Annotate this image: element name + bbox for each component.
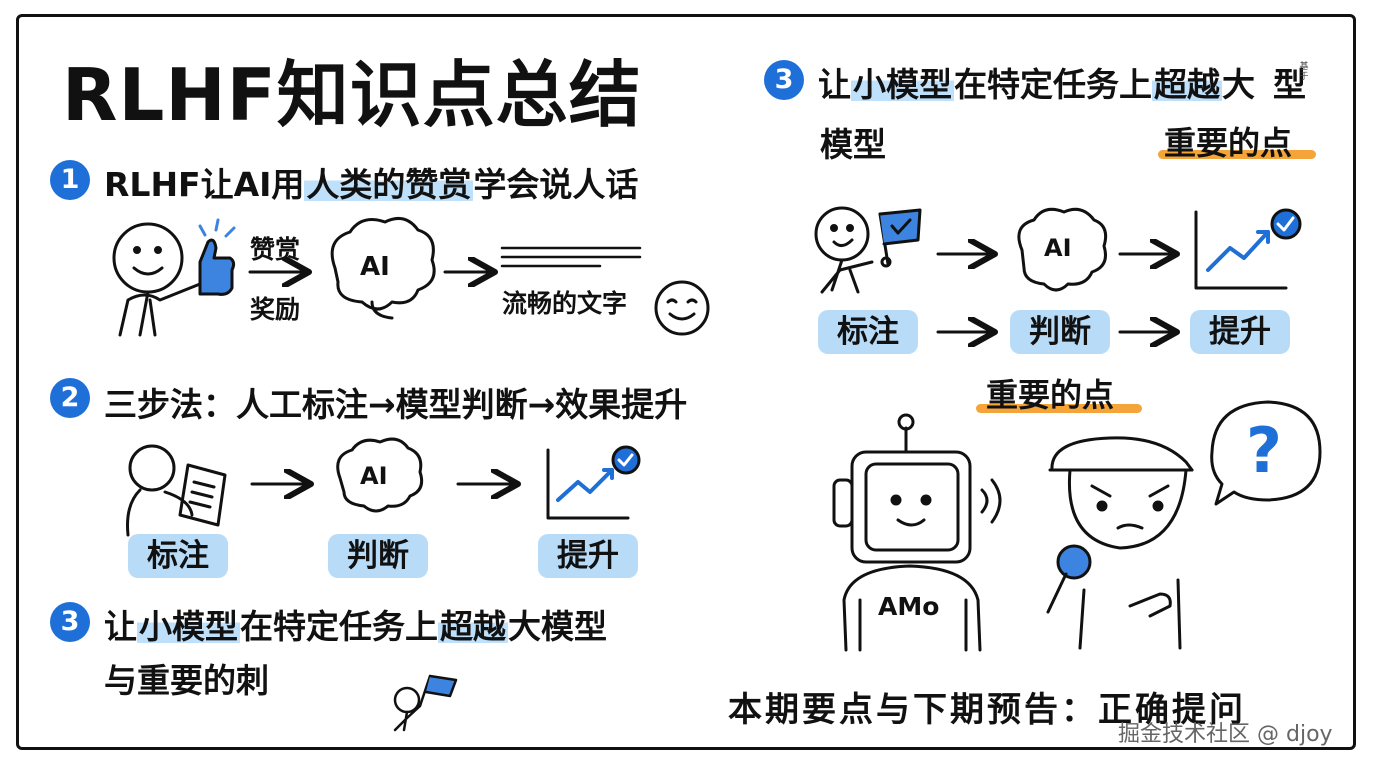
right-number-badge: 3 bbox=[764, 60, 804, 100]
section-2-number-badge: 2 bbox=[50, 378, 90, 418]
question-bubble-icon bbox=[1210, 400, 1322, 506]
question-mark: ? bbox=[1246, 414, 1282, 487]
step-pill-label: 标注 bbox=[128, 534, 228, 578]
flag-person-icon bbox=[393, 674, 458, 732]
underline-mark bbox=[1158, 150, 1316, 159]
section-3-number-badge: 3 bbox=[50, 602, 90, 642]
smiley-face-icon bbox=[654, 280, 710, 336]
section-1-heading: RLHF让AI用人类的赞赏学会说人话 bbox=[104, 158, 638, 206]
reporter-icon bbox=[1046, 436, 1194, 650]
right-step-pill-improve: 提升 bbox=[1190, 310, 1290, 354]
brain-label: AI bbox=[1044, 234, 1072, 262]
section-1-number-badge: 1 bbox=[50, 160, 90, 200]
ai-brain-icon bbox=[336, 437, 424, 513]
tiny-annotation: 基于 bbox=[1299, 62, 1309, 82]
output-label: 流畅的文字 bbox=[502, 289, 628, 318]
ai-brain-icon bbox=[1017, 207, 1108, 292]
section-3-text-end: 大模型 bbox=[508, 607, 607, 646]
robot-icon bbox=[832, 413, 1002, 652]
arrow-label-top: 赞赏 bbox=[250, 235, 301, 264]
right-heading: 让小模型在特定任务上超越大型 bbox=[818, 58, 1306, 106]
right-subline: 模型 bbox=[820, 125, 886, 164]
growth-chart-icon bbox=[1194, 208, 1302, 290]
person-writing-icon bbox=[126, 444, 227, 537]
brain-label: AI bbox=[360, 462, 388, 490]
section-1-highlight: 人类的赞赏 bbox=[304, 165, 474, 204]
thumbs-up-person-icon bbox=[112, 218, 236, 337]
brain-label: AI bbox=[360, 252, 390, 282]
ai-brain-icon bbox=[330, 216, 436, 320]
section-3-highlight-1: 小模型 bbox=[137, 607, 240, 646]
underline-mark bbox=[976, 404, 1142, 413]
right-step-pill-judge: 判断 bbox=[1010, 310, 1110, 354]
flag-person-icon bbox=[814, 206, 922, 294]
important-label-2: 重要的点 bbox=[986, 376, 1115, 414]
section-2-heading: 三步法：人工标注→模型判断→效果提升 bbox=[104, 385, 688, 424]
page-title: RLHF知识点总结 bbox=[62, 53, 642, 137]
section-3-heading: 让小模型在特定任务上超越大模型 bbox=[104, 600, 607, 648]
section-3-text: 让 bbox=[104, 607, 137, 646]
right-heading-text: 让 bbox=[818, 65, 851, 104]
right-heading-end-2: 型 bbox=[1273, 65, 1306, 104]
section-3-subline: 与重要的刺 bbox=[104, 661, 269, 700]
right-highlight-1: 小模型 bbox=[851, 65, 954, 104]
section-3-highlight-2: 超越 bbox=[438, 607, 508, 646]
text-lines-icon bbox=[500, 246, 642, 268]
step-pill-judge: 判断 bbox=[328, 534, 428, 578]
watermark: 掘金技术社区 @ djoy bbox=[1118, 722, 1333, 747]
step-pill-improve: 提升 bbox=[538, 534, 638, 578]
robot-shirt-label: AMo bbox=[878, 592, 940, 621]
right-heading-end: 大 bbox=[1222, 65, 1255, 104]
section-3-text-mid: 在特定任务上 bbox=[240, 607, 438, 646]
important-label-1: 重要的点 bbox=[1164, 124, 1293, 162]
growth-chart-icon bbox=[546, 445, 641, 520]
section-1-text-end: 学会说人话 bbox=[473, 165, 639, 204]
section-1-text: RLHF让AI用 bbox=[104, 165, 305, 204]
right-highlight-2: 超越 bbox=[1152, 65, 1222, 104]
right-step-pill-label: 标注 bbox=[818, 310, 918, 354]
footer-note: 本期要点与下期预告：正确提问 bbox=[728, 690, 1246, 730]
arrow-label-bottom: 奖励 bbox=[250, 295, 301, 324]
slide-frame bbox=[16, 14, 1356, 750]
right-heading-mid: 在特定任务上 bbox=[954, 65, 1152, 104]
